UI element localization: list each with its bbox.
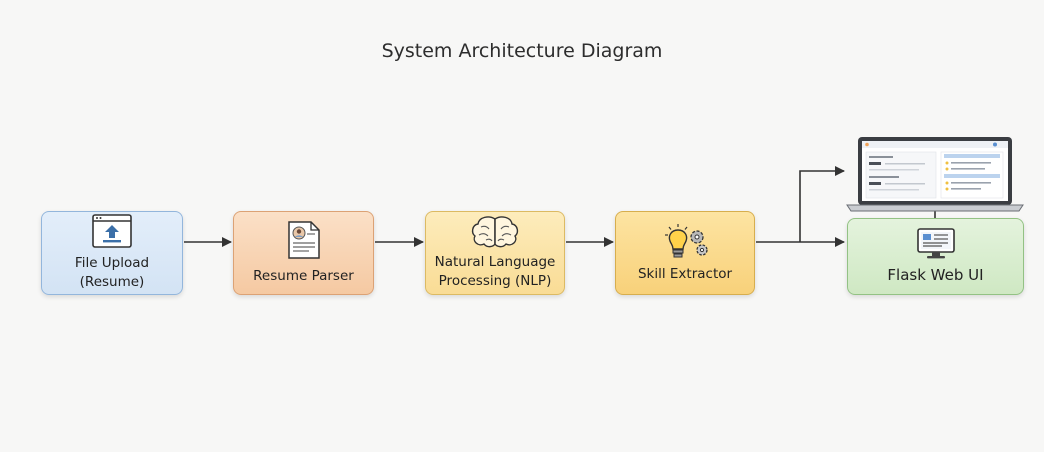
- node-flask-web-ui: Flask Web UI: [847, 218, 1024, 295]
- node-file-upload: File Upload (Resume): [41, 211, 183, 295]
- resume-document-icon: [287, 220, 321, 259]
- monitor-icon: [916, 228, 955, 260]
- lightbulb-gears-icon: [660, 223, 710, 261]
- node-resume-parser-label: Resume Parser: [253, 267, 354, 284]
- node-nlp: Natural Language Processing (NLP): [425, 211, 565, 295]
- node-flask-web-ui-label: Flask Web UI: [887, 266, 984, 284]
- diagram-title: System Architecture Diagram: [381, 40, 663, 62]
- node-file-upload-label: File Upload (Resume): [74, 255, 150, 290]
- upload-window-icon: [92, 214, 132, 248]
- node-skill-extractor-label: Skill Extractor: [637, 265, 733, 282]
- node-nlp-label: Natural Language Processing (NLP): [434, 254, 556, 289]
- laptop-dashboard-icon: [845, 136, 1025, 214]
- brain-icon: [469, 215, 521, 249]
- node-resume-parser: Resume Parser: [233, 211, 374, 295]
- node-skill-extractor: Skill Extractor: [615, 211, 755, 295]
- edge-skill-to-laptop: [799, 166, 845, 242]
